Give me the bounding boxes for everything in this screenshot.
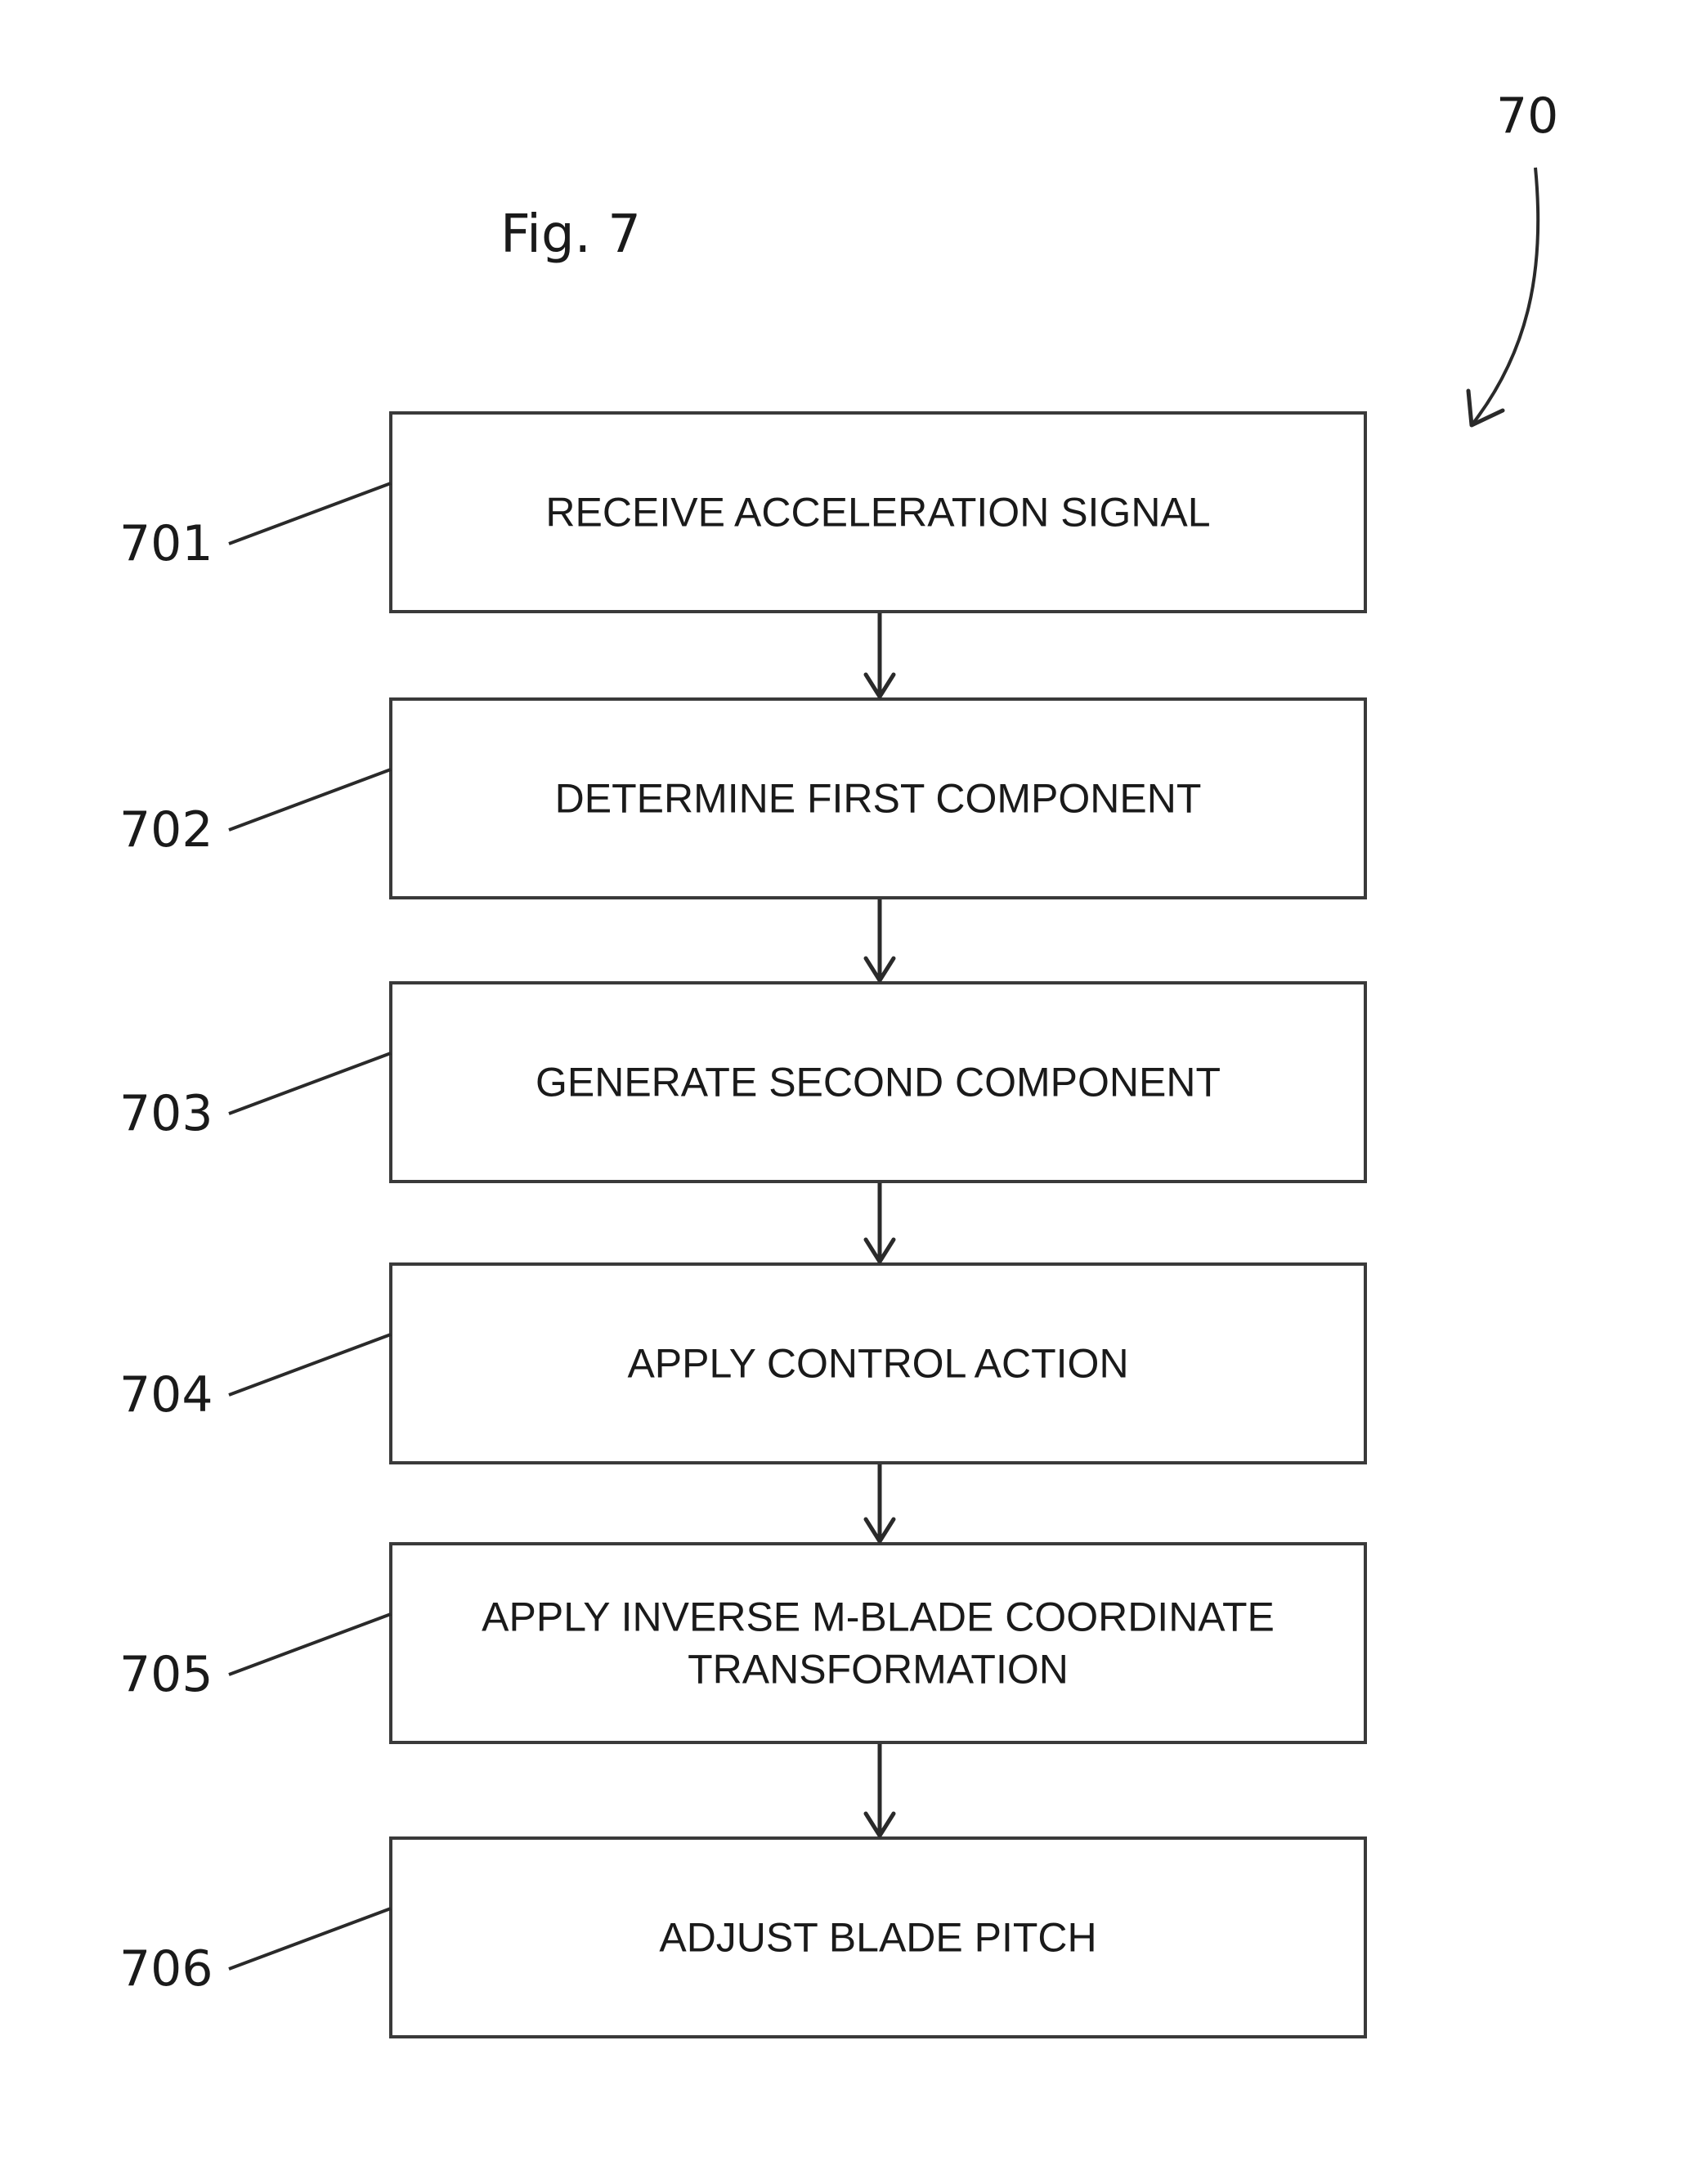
step-box	[389, 697, 1367, 899]
arrow-head	[863, 672, 896, 699]
arrow-head	[863, 956, 896, 983]
step-leader-line	[228, 1052, 392, 1115]
steps-group: RECEIVE ACCELERATION SIGNAL 701DETERMINE …	[119, 411, 1367, 2038]
figure-reference-arrow	[1470, 167, 1540, 427]
arrow-head	[863, 1517, 896, 1544]
step-box	[389, 1262, 1367, 1464]
step-box	[389, 1542, 1367, 1744]
step-leader-line	[228, 1907, 392, 1971]
step-reference-label: 703	[119, 1085, 213, 1142]
figure-reference-arrowhead	[1466, 388, 1505, 428]
connector-arrow	[863, 613, 896, 699]
step-box	[389, 981, 1367, 1183]
step-703: GENERATE SECOND COMPONENT 703	[119, 981, 1367, 1183]
step-leader-line	[228, 1333, 392, 1397]
step-label: ADJUST BLADE PITCH	[659, 1915, 1096, 1961]
step-label: DETERMINE FIRST COMPONENT	[555, 776, 1202, 822]
step-label: APPLY CONTROL ACTION	[627, 1341, 1128, 1387]
step-reference-label: 702	[119, 801, 213, 859]
step-reference-label: 704	[119, 1366, 213, 1424]
step-705: APPLY INVERSE M-BLADE COORDINATE TRANSFOR…	[119, 1542, 1367, 1744]
step-704: APPLY CONTROL ACTION 704	[119, 1262, 1367, 1464]
figure-reference-label: 70	[1496, 87, 1558, 145]
step-label: TRANSFORMATION	[688, 1647, 1069, 1693]
figure-title: Fig. 7	[500, 204, 641, 265]
arrow-head	[863, 1237, 896, 1264]
step-box	[389, 1836, 1367, 2038]
step-box	[389, 411, 1367, 613]
connector-arrow	[863, 899, 896, 983]
step-leader-line	[228, 1612, 392, 1676]
connector-arrow	[863, 1183, 896, 1264]
step-leader-line	[228, 482, 392, 545]
step-label: GENERATE SECOND COMPONENT	[536, 1060, 1221, 1105]
step-label: APPLY INVERSE M-BLADE COORDINATE	[482, 1594, 1275, 1640]
step-701: RECEIVE ACCELERATION SIGNAL 701	[119, 411, 1367, 613]
connector-arrows	[863, 613, 896, 1838]
connector-arrow	[863, 1744, 896, 1838]
step-leader-line	[228, 768, 392, 832]
step-reference-label: 705	[119, 1646, 213, 1703]
step-reference-label: 701	[119, 515, 213, 572]
step-reference-label: 706	[119, 1940, 213, 1998]
step-702: DETERMINE FIRST COMPONENT 702	[119, 697, 1367, 899]
step-706: ADJUST BLADE PITCH 706	[119, 1836, 1367, 2038]
connector-arrow	[863, 1464, 896, 1544]
step-label: RECEIVE ACCELERATION SIGNAL	[545, 490, 1210, 536]
arrow-head	[863, 1811, 896, 1838]
